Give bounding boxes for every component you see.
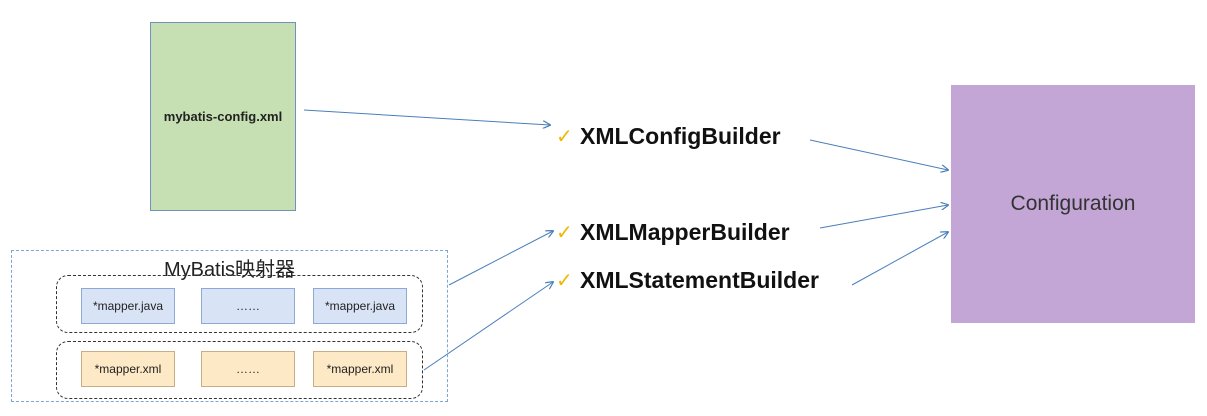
arrow-xml-to-xmlstatementbuilder <box>423 282 553 371</box>
mybatis-mapper-frame <box>11 250 448 402</box>
arrow-mapper-to-xmlmapperbuilder <box>448 231 553 286</box>
mybatis-config-label: mybatis-config.xml <box>163 109 283 124</box>
xmlconfigbuilder-node: ✓ XMLConfigBuilder <box>556 122 781 150</box>
xml-mapper-file-ellipsis: …… <box>201 351 295 387</box>
configuration-label: Configuration <box>1010 192 1136 215</box>
java-mapper-file-2: *mapper.java <box>313 288 407 324</box>
xml-mapper-file-2: *mapper.xml <box>313 351 407 387</box>
check-icon: ✓ <box>556 125 573 148</box>
check-icon: ✓ <box>556 269 573 292</box>
java-mapper-file-1: *mapper.java <box>81 288 175 324</box>
java-mapper-file-ellipsis: …… <box>201 288 295 324</box>
arrow-xmlconfigbuilder-to-configuration <box>809 139 948 170</box>
xmlmapperbuilder-label: XMLMapperBuilder <box>580 218 790 245</box>
xml-mapper-group <box>56 341 423 399</box>
arrow-xmlstatementbuilder-to-configuration <box>851 232 948 286</box>
xmlstatementbuilder-node: ✓ XMLStatementBuilder <box>556 266 819 294</box>
xmlconfigbuilder-label: XMLConfigBuilder <box>580 122 781 149</box>
configuration-box: Configuration <box>951 85 1195 323</box>
arrow-config-to-xmlconfigbuilder <box>303 109 550 125</box>
mybatis-config-box: mybatis-config.xml <box>150 22 296 211</box>
xml-mapper-file-1: *mapper.xml <box>81 351 175 387</box>
check-icon: ✓ <box>556 221 573 244</box>
java-mapper-group <box>56 275 423 333</box>
arrow-xmlmapperbuilder-to-configuration <box>819 205 948 229</box>
xmlstatementbuilder-label: XMLStatementBuilder <box>580 266 819 293</box>
xmlmapperbuilder-node: ✓ XMLMapperBuilder <box>556 218 790 246</box>
